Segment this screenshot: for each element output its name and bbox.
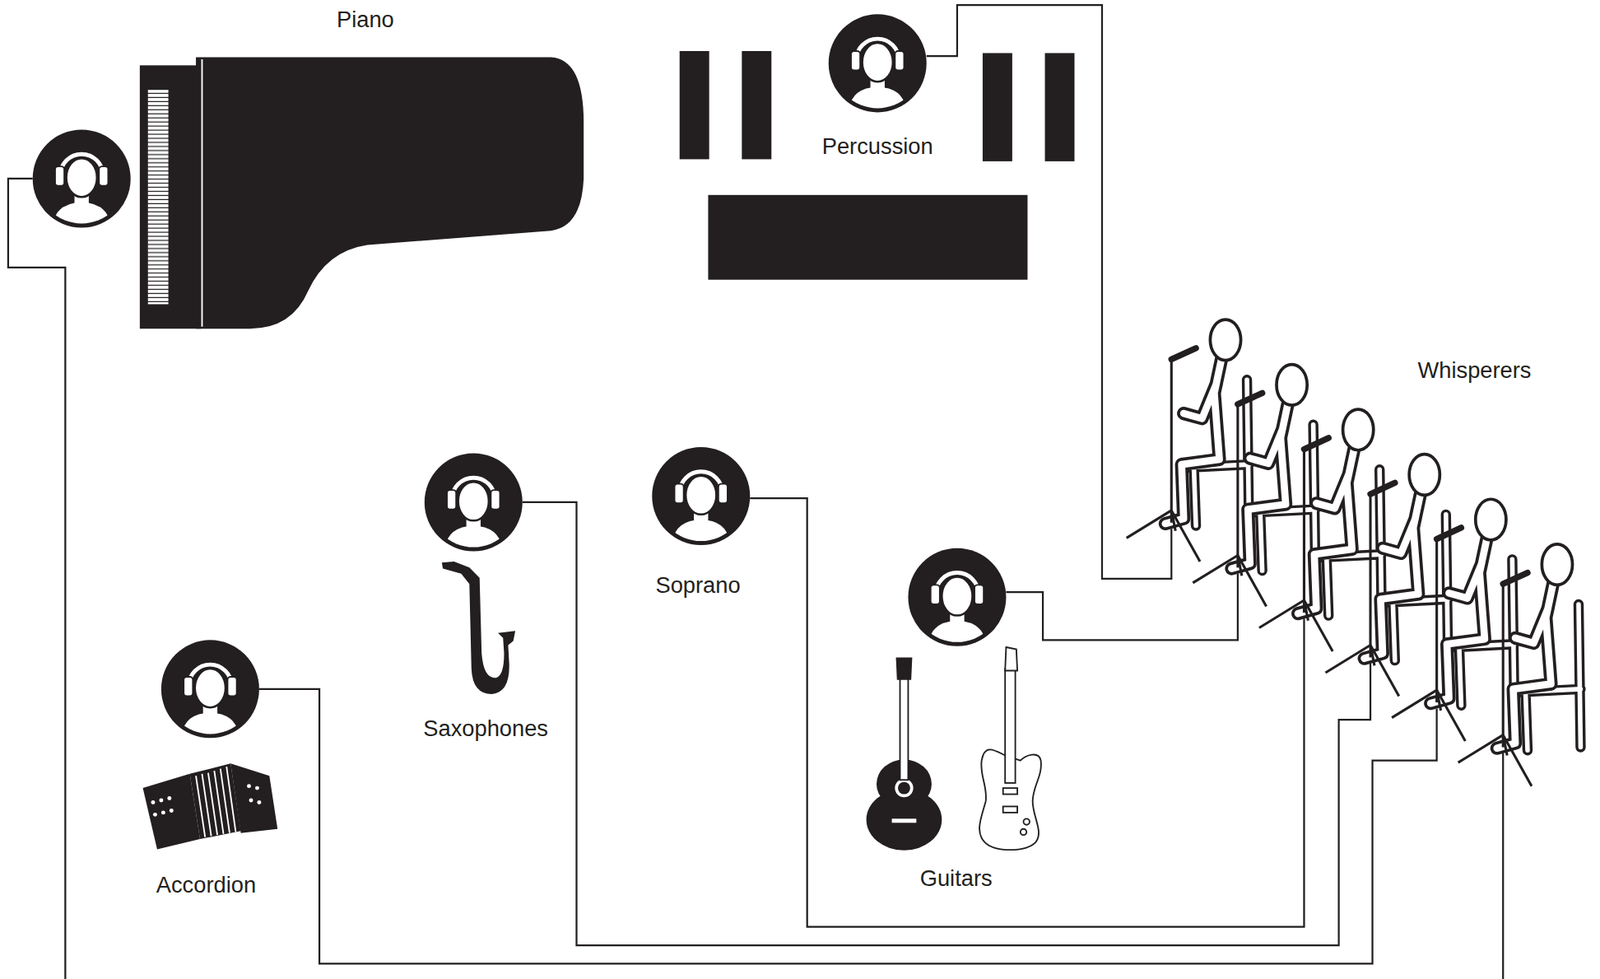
station-node: Percussion	[679, 9, 1075, 280]
station-label: Percussion	[822, 135, 934, 159]
station-label: Accordion	[156, 873, 256, 896]
whisperer-figure	[1325, 454, 1448, 697]
station-node: Accordion	[137, 639, 281, 900]
saxophone-icon	[441, 561, 516, 694]
station-node: Saxophones	[408, 452, 572, 744]
whisperer-figure	[1458, 544, 1582, 787]
headphone-icon	[424, 452, 523, 551]
station-label: Guitars	[920, 867, 993, 890]
headphone-icon	[651, 446, 750, 545]
accordion-icon	[143, 762, 279, 849]
station-label: Piano	[336, 9, 395, 32]
headphone-icon	[32, 129, 131, 228]
acoustic-guitar	[866, 656, 943, 850]
station-node: Soprano	[642, 446, 755, 600]
station-label: Soprano	[655, 574, 740, 597]
whisperer-figure	[1192, 364, 1316, 607]
station-label: Whisperers	[1418, 358, 1532, 382]
headphone-icon	[907, 548, 1006, 647]
whisperer-figures	[1126, 319, 1582, 787]
headphone-cable	[749, 497, 1304, 927]
electric-guitar	[979, 646, 1042, 850]
station-node: Guitars	[862, 548, 1057, 890]
whisperer-figure	[1391, 498, 1515, 741]
headphone-cable	[1005, 573, 1238, 641]
station-node: Piano	[32, 4, 584, 329]
headphone-icon	[161, 639, 260, 738]
station-node: Whisperers	[1122, 311, 1592, 781]
headphone-icon	[828, 13, 927, 112]
grand-piano	[139, 56, 584, 329]
whisperer-figure	[1259, 409, 1382, 652]
headphone-cable	[259, 688, 1438, 964]
station-label: Saxophones	[423, 717, 549, 740]
wire-layer	[8, 4, 1503, 979]
whisperer-figure	[1126, 319, 1250, 562]
headphone-cable	[926, 4, 1173, 579]
